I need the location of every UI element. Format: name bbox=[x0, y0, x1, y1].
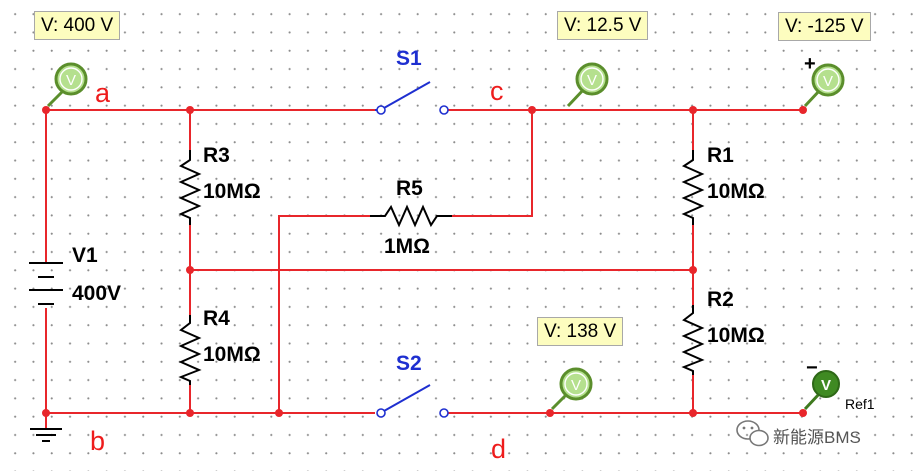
node-label-c: c bbox=[490, 76, 504, 106]
resistor-r2-value: 10MΩ bbox=[707, 324, 765, 347]
resistor-r2 bbox=[681, 305, 705, 375]
resistor-r4-name: R4 bbox=[203, 307, 230, 330]
probe-right[interactable]: V bbox=[803, 63, 845, 108]
probe-glyph: V bbox=[571, 377, 581, 394]
wire-r5-right bbox=[452, 110, 533, 217]
probe-right-readout: V: -125 V bbox=[778, 12, 871, 41]
switch-s2 bbox=[376, 384, 449, 418]
switch-s2-label: S2 bbox=[396, 352, 422, 375]
source-value: 400V bbox=[72, 282, 122, 305]
probe-glyph: V bbox=[66, 72, 76, 89]
resistor-r1-value: 10MΩ bbox=[707, 180, 765, 203]
junction-dots bbox=[42, 106, 807, 417]
ref-label: Ref1 bbox=[845, 396, 875, 412]
probe-a[interactable]: V bbox=[46, 62, 88, 108]
resistor-r5-value: 1MΩ bbox=[384, 235, 431, 258]
probe-d-readout: V: 138 V bbox=[537, 317, 624, 346]
source-name: V1 bbox=[72, 244, 98, 267]
probe-c-readout: V: 12.5 V bbox=[557, 11, 649, 40]
wechat-icon bbox=[736, 420, 769, 447]
resistor-r5 bbox=[370, 204, 452, 228]
resistor-r3-name: R3 bbox=[203, 144, 230, 167]
node-label-a: a bbox=[95, 78, 111, 108]
wire-r5-left bbox=[278, 215, 370, 413]
resistor-r3 bbox=[178, 150, 202, 225]
resistor-r1 bbox=[681, 150, 705, 225]
probe-glyph: V bbox=[823, 73, 833, 90]
node-label-d: d bbox=[491, 434, 507, 464]
switch-s1 bbox=[375, 81, 449, 115]
resistor-r1-name: R1 bbox=[707, 144, 734, 167]
resistor-r3-value: 10MΩ bbox=[203, 180, 261, 203]
probe-glyph: V bbox=[821, 377, 831, 394]
probe-glyph: V bbox=[587, 72, 597, 89]
polarity-minus: − bbox=[806, 357, 818, 379]
battery-v1 bbox=[29, 262, 63, 305]
polarity-plus: + bbox=[804, 53, 816, 75]
resistor-r5-name: R5 bbox=[396, 177, 423, 200]
probe-d[interactable]: V bbox=[550, 367, 593, 411]
resistor-r2-name: R2 bbox=[707, 288, 734, 311]
probe-c[interactable]: V bbox=[566, 62, 609, 108]
switch-s1-label: S1 bbox=[396, 47, 422, 70]
resistor-r4-value: 10MΩ bbox=[203, 343, 261, 366]
node-label-b: b bbox=[90, 426, 106, 456]
resistor-r4 bbox=[178, 315, 202, 385]
probe-a-readout: V: 400 V bbox=[34, 11, 121, 40]
ground-symbol bbox=[30, 428, 62, 442]
probe-ref1[interactable]: V bbox=[803, 370, 840, 411]
watermark-text: 新能源BMS bbox=[773, 428, 861, 447]
